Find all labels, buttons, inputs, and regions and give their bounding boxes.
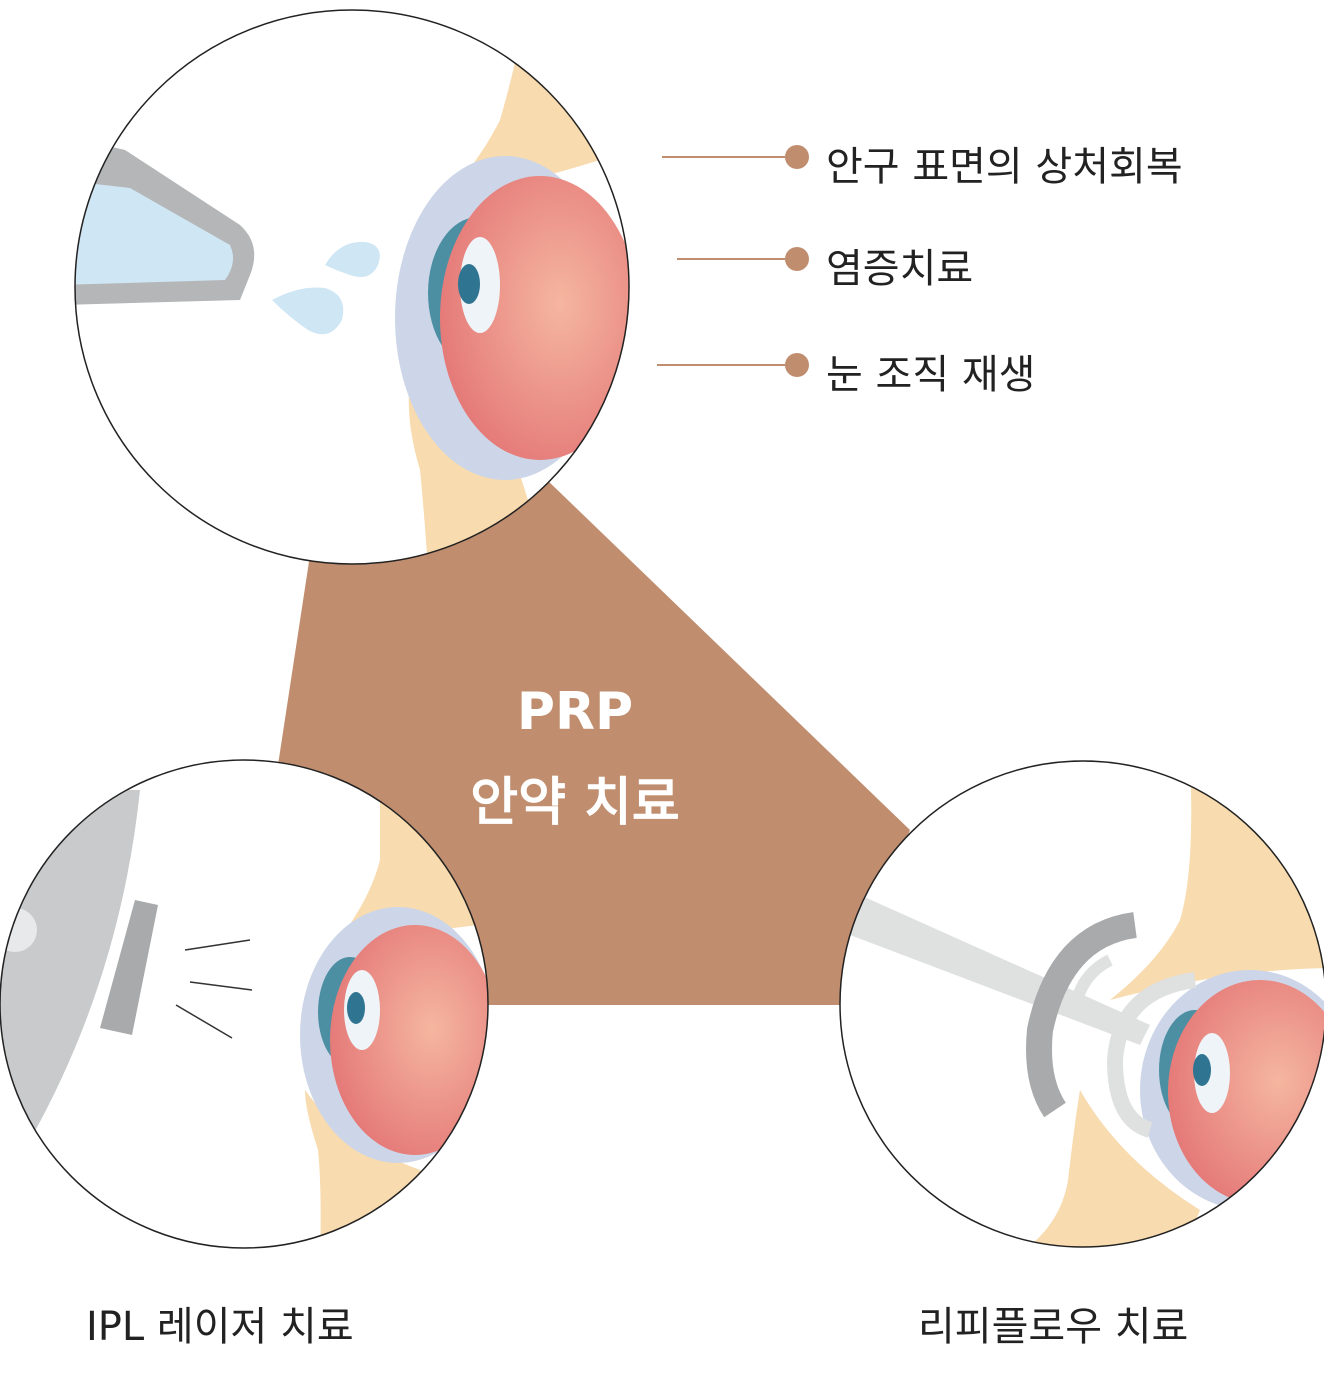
center-title-line1: PRP: [516, 682, 634, 742]
caption-lipiflow: 리피플로우 치료: [918, 1304, 1189, 1350]
ipl-illustration: [0, 759, 489, 1249]
lipiflow-illustration: [839, 760, 1324, 1248]
benefit-markers: [657, 145, 809, 377]
caption-ipl: IPL 레이저 치료: [86, 1304, 354, 1350]
benefit-label-3: 눈 조직 재생: [826, 352, 1036, 398]
benefit-label-1: 안구 표면의 상처회복: [826, 144, 1183, 190]
center-title-line2: 안약 치료: [470, 773, 680, 833]
benefit-label-2: 염증치료: [826, 246, 974, 292]
